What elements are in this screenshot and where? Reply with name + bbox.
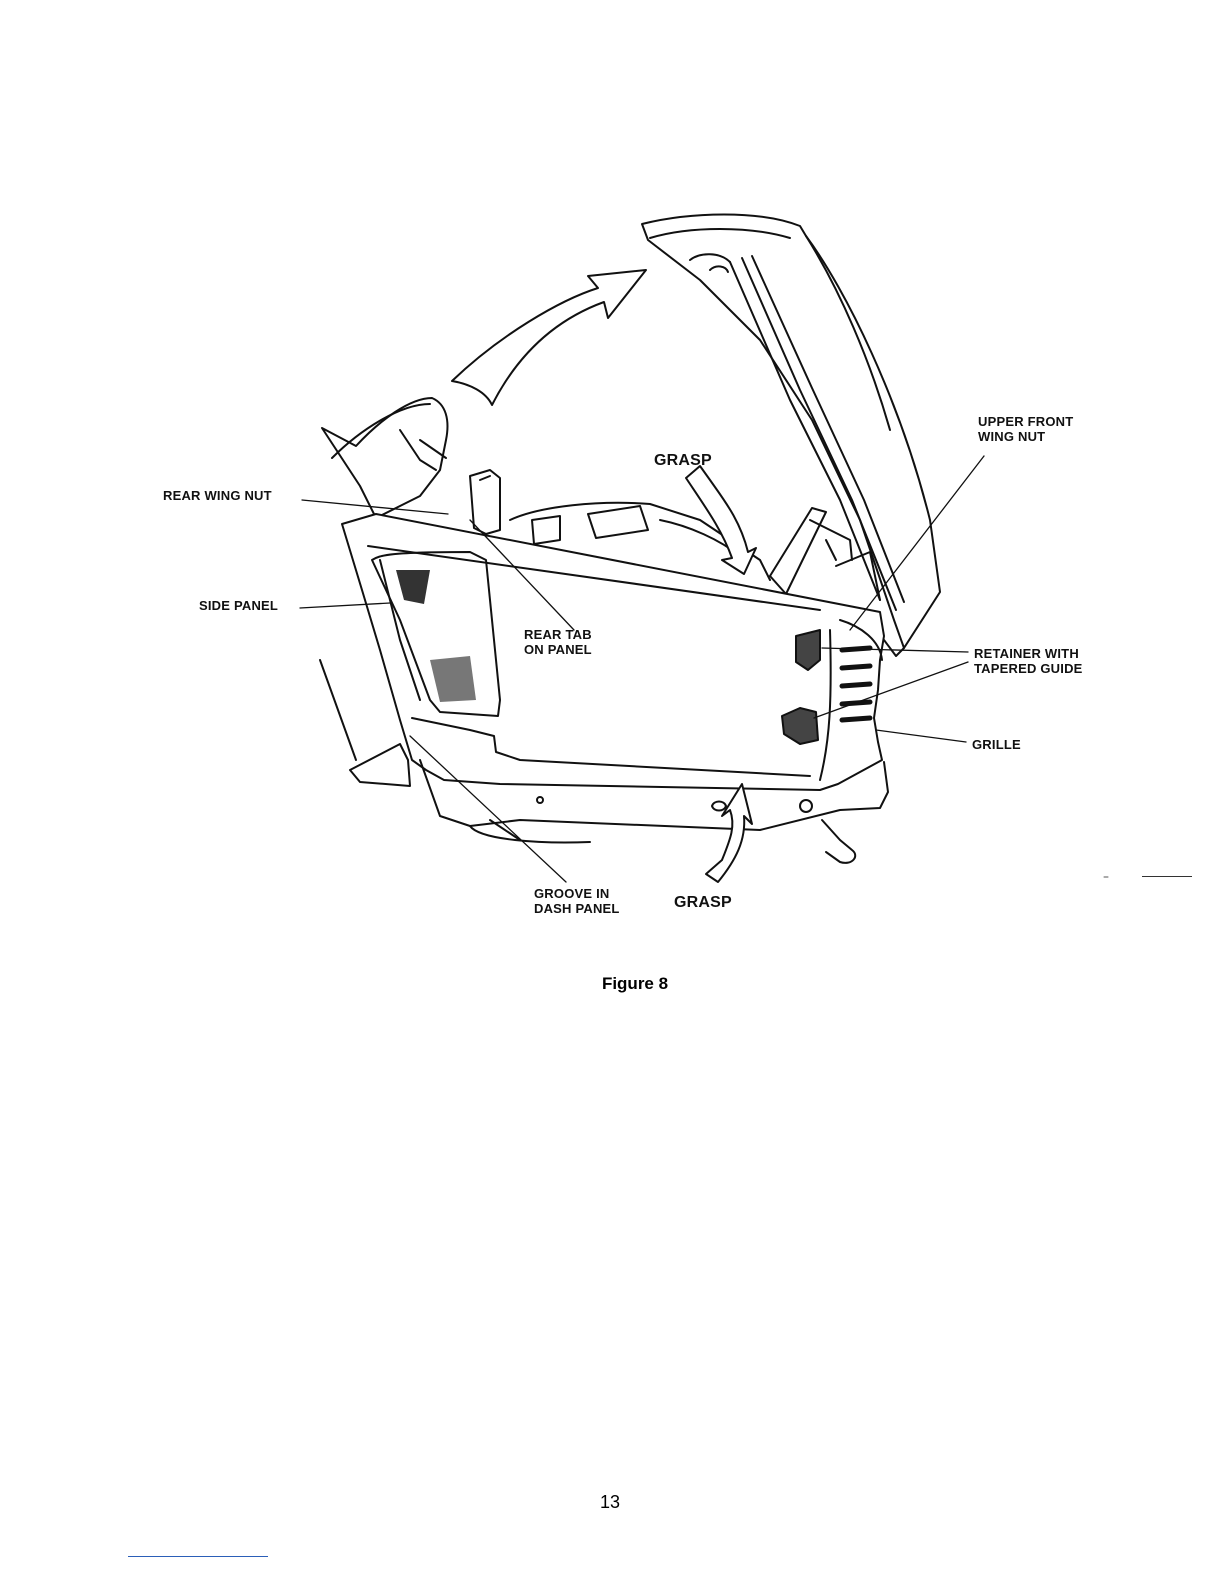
label-rear-tab-line2: ON PANEL	[524, 642, 592, 657]
label-groove-line1: GROOVE IN	[534, 886, 620, 901]
label-rear-wing-nut: REAR WING NUT	[163, 488, 272, 503]
label-retainer-line1: RETAINER WITH	[974, 646, 1083, 661]
figure-caption: Figure 8	[560, 974, 710, 994]
side-panel	[342, 514, 888, 863]
label-retainer: RETAINER WITH TAPERED GUIDE	[974, 646, 1083, 676]
label-grasp-top: GRASP	[654, 452, 712, 470]
label-side-panel: SIDE PANEL	[199, 598, 278, 613]
label-groove: GROOVE IN DASH PANEL	[534, 886, 620, 916]
label-retainer-line2: TAPERED GUIDE	[974, 661, 1083, 676]
label-groove-line2: DASH PANEL	[534, 901, 620, 916]
scan-edge-mark	[1142, 876, 1192, 877]
label-rear-tab: REAR TAB ON PANEL	[524, 627, 592, 657]
lift-arrow	[452, 270, 646, 405]
footer-rule	[128, 1556, 268, 1557]
label-grille: GRILLE	[972, 737, 1021, 752]
label-upper-front-wing-nut-line2: WING NUT	[978, 429, 1073, 444]
label-upper-front-wing-nut-line1: UPPER FRONT	[978, 414, 1073, 429]
label-upper-front-wing-nut: UPPER FRONT WING NUT	[978, 414, 1073, 444]
label-grasp-bottom: GRASP	[674, 894, 732, 912]
label-rear-tab-line1: REAR TAB	[524, 627, 592, 642]
page-number: 13	[580, 1492, 640, 1513]
